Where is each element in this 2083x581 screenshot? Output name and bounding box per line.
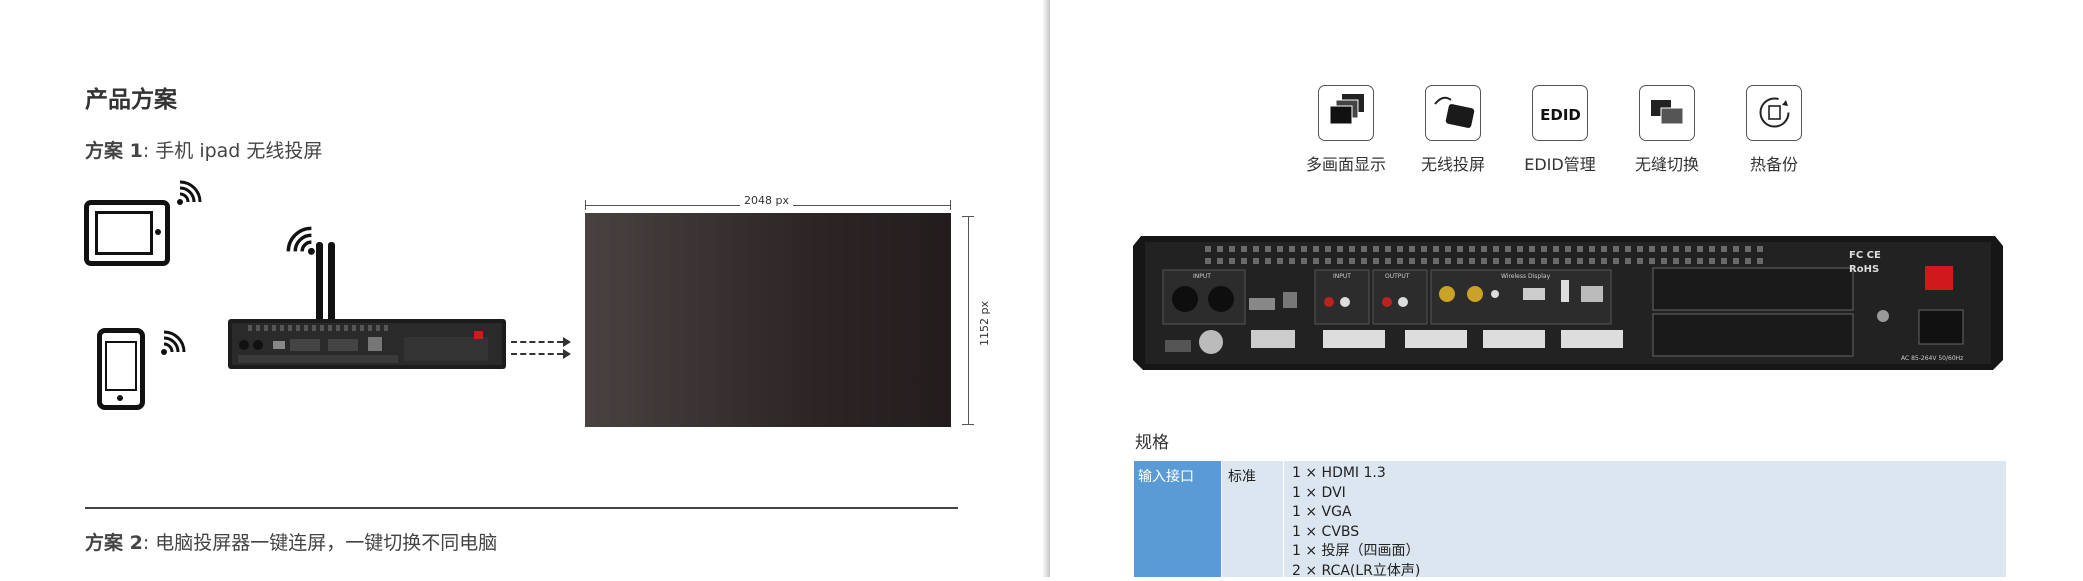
wifi-signal-icon [160, 330, 186, 356]
output-label: OUTPUT [1385, 273, 1410, 280]
fc-label: FC CE [1849, 250, 1881, 261]
scheme-1-text: : 手机 ipad 无线投屏 [143, 140, 323, 162]
arrow-head [563, 337, 571, 347]
device-back-panel: INPUT INPUT OUTPUT Wireless Display FC C… [1133, 232, 2003, 370]
feature-multi-screen: 多画面显示 [1296, 85, 1396, 175]
wifi-signal-icon [176, 180, 202, 206]
feature-seamless-switch: 无缝切换 [1617, 85, 1717, 175]
spec-value: 2 × RCA(LR立体声) [1292, 562, 2006, 581]
feature-label: 多画面显示 [1296, 151, 1396, 175]
tablet-icon [84, 200, 170, 266]
screen-height-label: 1152 px [978, 297, 991, 350]
spec-value: 1 × HDMI 1.3 [1292, 464, 2006, 484]
device-back-panel-small [228, 315, 506, 373]
dimension-tick [950, 200, 951, 210]
wifi-signal-icon [286, 226, 316, 256]
spec-values: 1 × HDMI 1.3 1 × DVI 1 × VGA 1 × CVBS 1 … [1284, 461, 2006, 577]
rohs-label: RoHS [1849, 264, 1879, 275]
spec-title: 规格 [1135, 428, 1169, 453]
screen-width-label: 2048 px [740, 194, 793, 207]
seamless-switch-icon [1639, 85, 1695, 141]
power-label: AC 85-264V 50/60Hz [1901, 355, 1963, 362]
multi-screen-icon [1318, 85, 1374, 141]
wireless-label: Wireless Display [1501, 273, 1551, 280]
feature-edid: EDID EDID管理 [1510, 85, 1610, 175]
section-divider [85, 507, 958, 509]
feature-wireless-cast: 无线投屏 [1403, 85, 1503, 175]
scheme-2-text: : 电脑投屏器一键连屏，一键切换不同电脑 [143, 532, 497, 554]
feature-label: 热备份 [1724, 151, 1824, 175]
arrow-line [511, 341, 563, 343]
spec-subcategory: 标准 [1222, 461, 1283, 577]
antenna [316, 242, 323, 322]
left-page: 产品方案 方案 1: 手机 ipad 无线投屏 [0, 0, 1050, 577]
height-dimension-line [968, 216, 969, 424]
antenna [328, 242, 335, 322]
section-heading: 产品方案 [85, 80, 177, 114]
arrow-line [511, 353, 563, 355]
led-screen [585, 213, 951, 427]
feature-label: 无缝切换 [1617, 151, 1717, 175]
edid-icon: EDID [1532, 85, 1588, 141]
spec-value: 1 × CVBS [1292, 523, 2006, 543]
hot-backup-icon [1746, 85, 1802, 141]
dimension-tick [962, 216, 974, 217]
dimension-tick [962, 424, 974, 425]
feature-label: 无线投屏 [1403, 151, 1503, 175]
edid-icon-text: EDID [1540, 106, 1581, 124]
arrow-head [563, 349, 571, 359]
scheme-2-caption: 方案 2: 电脑投屏器一键连屏，一键切换不同电脑 [85, 528, 497, 555]
scheme-1-caption: 方案 1: 手机 ipad 无线投屏 [85, 136, 322, 163]
feature-hot-backup: 热备份 [1724, 85, 1824, 175]
input-label: INPUT [1193, 273, 1211, 280]
phone-icon [97, 328, 145, 410]
dimension-tick [585, 200, 586, 210]
scheme-2-number: 方案 2 [85, 532, 143, 554]
spec-value: 1 × 投屏（四画面） [1292, 542, 2006, 562]
spec-value: 1 × VGA [1292, 503, 2006, 523]
feature-label: EDID管理 [1510, 151, 1610, 175]
spec-category: 输入接口 [1134, 461, 1221, 577]
scheme-1-number: 方案 1 [85, 140, 143, 162]
wireless-cast-icon [1425, 85, 1481, 141]
spec-value: 1 × DVI [1292, 484, 2006, 504]
input-label-2: INPUT [1333, 273, 1351, 280]
